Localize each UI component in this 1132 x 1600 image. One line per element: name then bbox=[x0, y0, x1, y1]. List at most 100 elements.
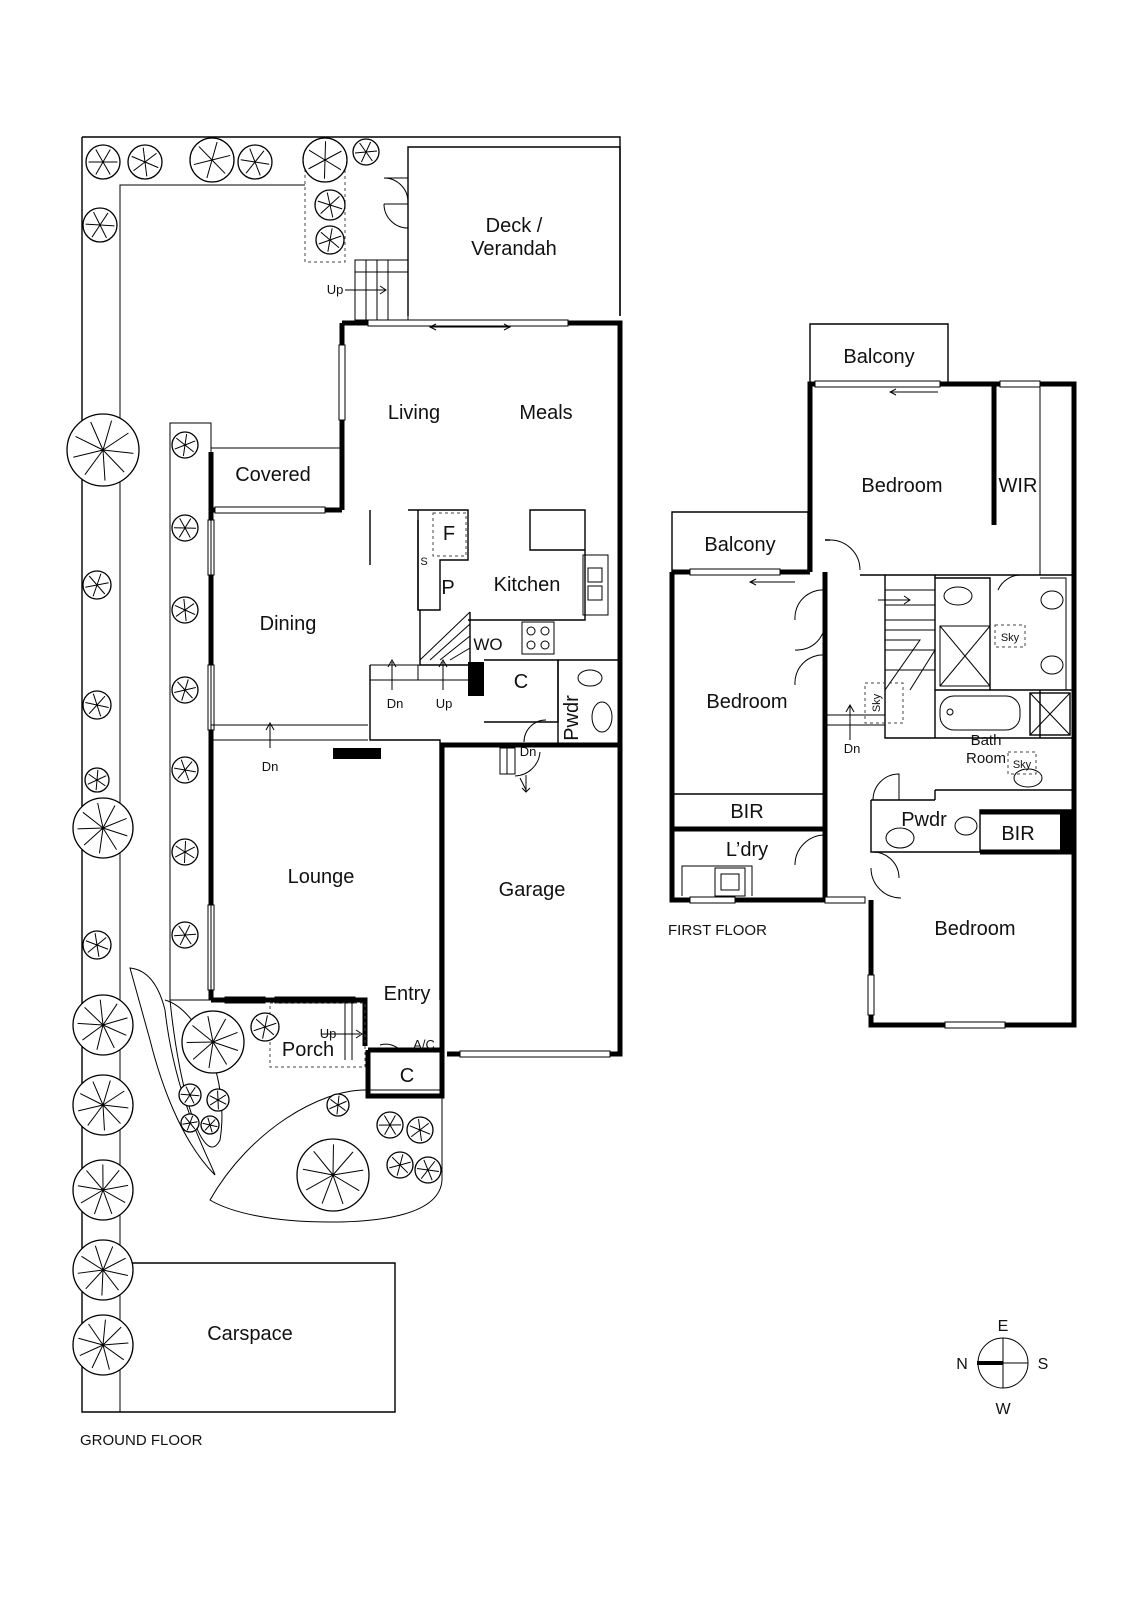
compass-w: W bbox=[995, 1401, 1011, 1418]
tree-icon bbox=[66, 413, 140, 487]
wir-label: WIR bbox=[999, 475, 1038, 497]
compass-n: N bbox=[956, 1356, 968, 1373]
tree-icon bbox=[200, 1115, 220, 1135]
dining-label: Dining bbox=[260, 613, 317, 635]
tree-icon bbox=[72, 994, 134, 1056]
tree-icon bbox=[82, 690, 112, 720]
entry-label: Entry bbox=[384, 983, 431, 1005]
trees bbox=[66, 137, 442, 1376]
bir-left-label: BIR bbox=[730, 801, 763, 823]
tree-icon bbox=[237, 144, 273, 180]
bedroom-top-label: Bedroom bbox=[861, 475, 942, 497]
kitchen-steps bbox=[370, 658, 470, 690]
ensuite-fittings bbox=[935, 574, 1067, 691]
garage-label: Garage bbox=[499, 879, 566, 901]
windows-ground bbox=[207, 319, 611, 1058]
up-deck-label: Up bbox=[327, 282, 344, 297]
kitchen-fittings bbox=[408, 509, 620, 745]
first-inner-walls bbox=[825, 539, 1074, 853]
bath-label-1: Bath bbox=[971, 732, 1002, 749]
garden-bed-curved bbox=[209, 1089, 443, 1223]
sky-3-box bbox=[1007, 751, 1037, 775]
first-powder bbox=[872, 773, 978, 879]
tree-icon bbox=[82, 930, 112, 960]
cupboard-label: C bbox=[514, 671, 528, 693]
first-doors bbox=[794, 539, 902, 899]
stair-landing bbox=[825, 703, 885, 740]
tree-icon bbox=[414, 1156, 442, 1184]
laundry-tub bbox=[714, 867, 746, 897]
entry-cupboard bbox=[365, 1047, 445, 1099]
tree-icon bbox=[315, 225, 345, 255]
tree-icon bbox=[189, 137, 235, 183]
lounge-label: Lounge bbox=[288, 866, 355, 888]
compass: N E S W bbox=[956, 1318, 1048, 1418]
meals-label: Meals bbox=[519, 402, 572, 424]
carspace-label: Carspace bbox=[207, 1323, 293, 1345]
tree-icon bbox=[352, 138, 380, 166]
bir-right-pier bbox=[1060, 810, 1074, 853]
tree-icon bbox=[376, 1111, 404, 1139]
covered-label: Covered bbox=[235, 464, 311, 486]
sky-1-box bbox=[864, 682, 904, 724]
tree-icon bbox=[82, 570, 112, 600]
bir-right-label: BIR bbox=[1001, 823, 1034, 845]
tree-icon bbox=[171, 921, 199, 949]
tree-icon bbox=[206, 1088, 230, 1112]
tree-icon bbox=[181, 1010, 245, 1074]
garden-bed-long bbox=[169, 422, 212, 1001]
dn-garage-label: Dn bbox=[520, 744, 537, 759]
kitchen-label: Kitchen bbox=[494, 574, 561, 596]
compass-e: E bbox=[998, 1318, 1009, 1335]
tree-icon bbox=[180, 1113, 200, 1133]
tree-icon bbox=[171, 838, 199, 866]
tree-icon bbox=[171, 514, 199, 542]
tree-icon bbox=[386, 1151, 414, 1179]
laundry-bench bbox=[681, 865, 753, 896]
shelf-label: S bbox=[420, 556, 427, 568]
dn-dining-label: Dn bbox=[262, 759, 279, 774]
first-floor bbox=[669, 323, 1077, 1029]
up-kitchen-label: Up bbox=[436, 696, 453, 711]
garden-bed-entry bbox=[129, 967, 216, 1176]
laundry-label: L’dry bbox=[726, 839, 768, 861]
garage-steps bbox=[499, 747, 541, 793]
wo-label: WO bbox=[473, 635, 502, 654]
first-floor-label: FIRST FLOOR bbox=[668, 922, 767, 939]
tree-icon bbox=[171, 431, 199, 459]
wall-pier-dining bbox=[333, 748, 381, 759]
tree-icon bbox=[171, 596, 199, 624]
bir-right-wall bbox=[980, 809, 1074, 855]
powder-label: Pwdr bbox=[561, 695, 583, 741]
dining-steps bbox=[211, 721, 368, 748]
tree-icon bbox=[72, 1314, 134, 1376]
stair-arrow bbox=[878, 595, 911, 605]
porch-label: Porch bbox=[282, 1039, 334, 1061]
sky-1-label: Sky bbox=[871, 693, 883, 712]
sky-2-label: Sky bbox=[1001, 632, 1020, 644]
tree-icon bbox=[314, 189, 346, 221]
sky-3-label: Sky bbox=[1013, 759, 1032, 771]
deck-door bbox=[383, 177, 409, 229]
balcony-left-label: Balcony bbox=[704, 534, 775, 556]
deck-outline bbox=[407, 146, 621, 316]
ground-floor-label: GROUND FLOOR bbox=[80, 1432, 203, 1449]
dn-kitchen-label: Dn bbox=[387, 696, 404, 711]
tree-icon bbox=[72, 1239, 134, 1301]
bath-fittings bbox=[939, 692, 1071, 788]
deck-label-1: Deck / bbox=[486, 215, 543, 237]
tree-icon bbox=[406, 1116, 434, 1144]
compass-s: S bbox=[1038, 1356, 1049, 1373]
tree-icon bbox=[171, 676, 199, 704]
tree-icon bbox=[72, 1159, 134, 1221]
balcony-top-label: Balcony bbox=[843, 346, 914, 368]
tree-icon bbox=[72, 797, 134, 859]
windows-first bbox=[689, 380, 1041, 1029]
laundry-tub-inner bbox=[720, 873, 740, 891]
porch-area bbox=[269, 1002, 401, 1068]
pantry-label: P bbox=[441, 577, 454, 599]
up-porch-label: Up bbox=[320, 1026, 337, 1041]
living-label: Living bbox=[388, 402, 440, 424]
ground-labels: Deck / Verandah Living Meals Covered F S… bbox=[80, 215, 583, 1449]
ac-label: A/C bbox=[413, 1037, 435, 1052]
